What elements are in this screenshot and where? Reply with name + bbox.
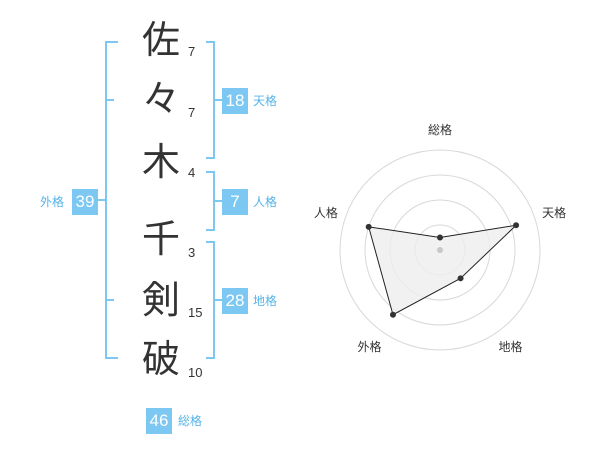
jinkaku-label: 人格 (253, 195, 278, 209)
name-char-1: 佐 (141, 18, 180, 62)
stroke-count-4: 3 (188, 245, 196, 260)
name-char-4: 千 (141, 217, 180, 261)
radar-point-4 (389, 311, 396, 318)
name-char-3: 木 (141, 140, 180, 184)
name-char-2: 々 (141, 77, 180, 121)
radar-axis-label-5: 人格 (314, 205, 338, 220)
gaikaku-bracket (105, 41, 118, 359)
chikaku-value: 28 (222, 288, 248, 314)
soukaku-value: 46 (146, 408, 172, 434)
stroke-count-2: 7 (188, 105, 196, 120)
radar-grid-ring-3 (364, 174, 516, 326)
jinkaku-value: 7 (222, 189, 248, 215)
brackets (98, 41, 222, 359)
chikaku-label: 地格 (253, 294, 278, 308)
stroke-count-3: 4 (188, 165, 196, 180)
radar-point-2 (513, 222, 520, 229)
radar-axis-label-4: 外格 (357, 339, 381, 354)
radar-center-dot (437, 247, 443, 253)
stroke-count-6: 10 (188, 365, 203, 380)
radar-point-3 (457, 275, 464, 282)
radar-axis-label-2: 天格 (542, 205, 566, 220)
tenkaku-value: 18 (222, 88, 248, 114)
tenkaku-bracket (206, 41, 215, 159)
radar-series-polygon (367, 224, 518, 316)
chikaku-bracket (206, 241, 215, 359)
radar-axis-label-3: 地格 (499, 339, 523, 354)
radar-points (365, 222, 520, 318)
tenkaku-label: 天格 (253, 94, 278, 108)
gaikaku-label: 外格 (40, 195, 65, 209)
radar-area (367, 224, 518, 316)
jinkaku-bracket (206, 171, 215, 231)
name-char-6: 破 (141, 337, 180, 381)
radar-point-1 (437, 234, 443, 241)
stroke-count-5: 15 (188, 305, 203, 320)
radar-point-5 (365, 223, 372, 230)
soukaku-label: 総格 (178, 414, 203, 428)
name-char-5: 剣 (141, 278, 180, 322)
radar-axis-label-1: 総格 (428, 122, 452, 137)
gaikaku-value: 39 (72, 189, 98, 215)
stroke-count-1: 7 (188, 44, 196, 59)
